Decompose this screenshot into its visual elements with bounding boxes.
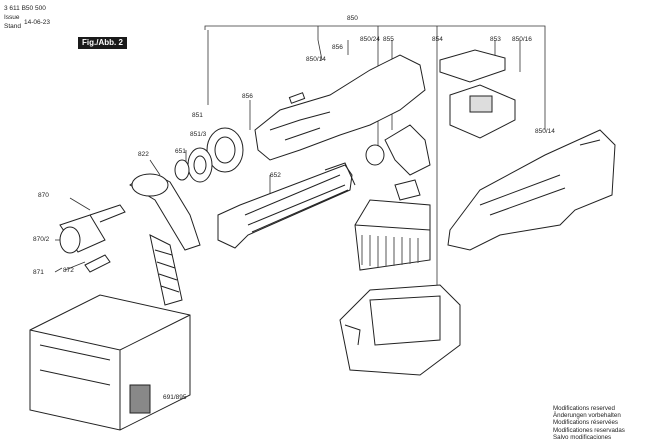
label-854: 854	[432, 36, 443, 43]
telescopic-tube	[217, 162, 356, 249]
footer-line-3: Modifications réservées	[553, 419, 618, 427]
label-856-lower: 856	[242, 93, 253, 100]
footer-line-1: Modifications reserved	[553, 405, 615, 412]
leader-822	[149, 159, 161, 176]
label-855: 855	[383, 36, 394, 43]
modifications-note: Modifications reserved Änderungen vorbeh…	[553, 405, 625, 441]
label-691-895: 691/895	[163, 394, 187, 401]
housing-lower	[447, 129, 616, 251]
footer-line-5: Salvo modificaciones	[553, 433, 612, 441]
leader-872	[64, 261, 86, 271]
leader-850-14a	[317, 26, 323, 61]
label-822: 822	[138, 151, 149, 158]
label-850: 850	[347, 15, 358, 22]
label-850-24: 850/24	[360, 36, 380, 43]
leader-871	[54, 267, 63, 273]
filter-cartridge	[354, 199, 431, 271]
label-871: 871	[33, 269, 44, 276]
carrying-case	[29, 294, 191, 431]
bracket-850	[204, 25, 546, 30]
label-850-14-lower: 850/14	[535, 128, 555, 135]
footer-line-4: Modificationes reservadas	[553, 426, 625, 434]
label-652: 652	[270, 172, 281, 179]
figure-tag: Fig./Abb. 2	[78, 37, 127, 49]
label-853: 853	[490, 36, 501, 43]
housing-upper	[254, 54, 426, 161]
header-block: 3 611 B50 500 Issue Stand 14-06-23	[4, 4, 50, 31]
issue-date: 14-06-23	[24, 18, 51, 26]
chuck	[59, 204, 126, 273]
stand-label: Stand	[4, 23, 21, 30]
label-870: 870	[38, 192, 49, 199]
issue-label: Issue	[4, 14, 20, 21]
label-851-3: 851/3	[190, 131, 207, 138]
chuck-key	[84, 254, 111, 273]
dust-box	[339, 284, 461, 376]
auxiliary-handle	[129, 173, 201, 306]
label-870-2: 870/2	[33, 236, 50, 243]
label-850-16: 850/16	[512, 36, 532, 43]
label-850-14-upper: 850/14	[306, 56, 326, 63]
part-number: 3 611 B50 500	[4, 5, 46, 12]
case-insert	[129, 384, 151, 414]
elbow	[365, 124, 431, 201]
label-856-upper: 856	[332, 44, 343, 51]
leader-870	[69, 197, 91, 211]
collar-parts	[174, 127, 244, 183]
footer-line-2: Änderungen vorbehalten	[553, 412, 621, 420]
lid	[439, 49, 516, 139]
label-651: 651	[175, 148, 186, 155]
label-872: 872	[63, 267, 74, 274]
label-851: 851	[192, 112, 203, 119]
